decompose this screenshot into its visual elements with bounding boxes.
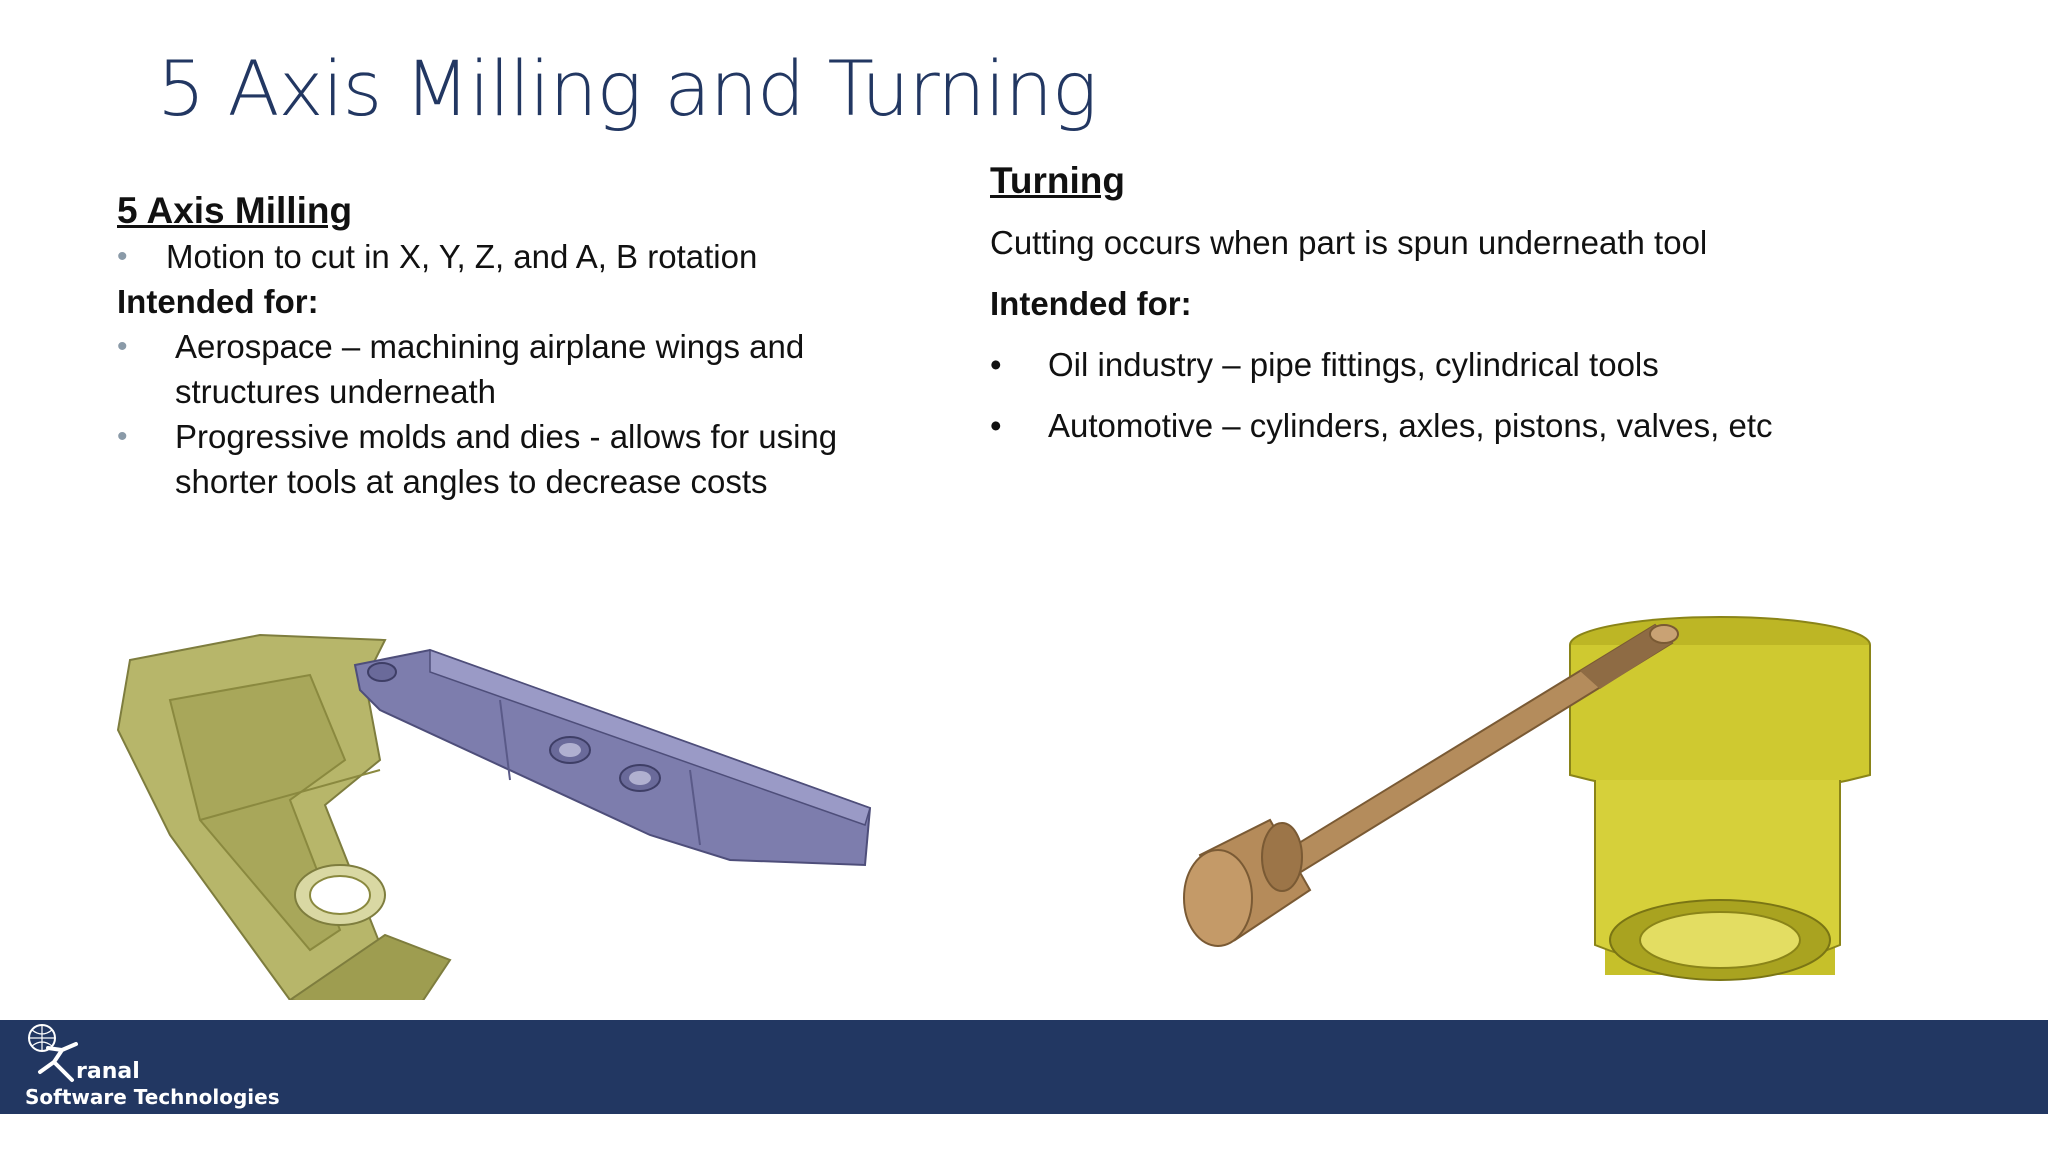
bullet-icon: • <box>990 346 1002 383</box>
olive-bracket-part <box>116 633 452 1000</box>
turning-uses-list: • Oil industry – pipe fittings, cylindric… <box>990 342 1990 448</box>
list-item: • Oil industry – pipe fittings, cylindric… <box>990 342 1990 387</box>
brand-name: ranal <box>76 1059 140 1084</box>
milled-parts-image <box>116 633 872 1000</box>
list-item: • Aerospace – machining airplane wings an… <box>117 324 917 414</box>
milling-intended-label: Intended for: <box>117 283 319 320</box>
milling-motion-list: • Motion to cut in X, Y, Z, and A, B rota… <box>117 234 917 279</box>
yellow-cylinder-part <box>1569 616 1871 981</box>
bronze-rod-part <box>1183 623 1679 947</box>
use-text: Automotive – cylinders, axles, pistons, … <box>1048 407 1773 444</box>
use-text-line: shorter tools at angles to decrease cost… <box>175 463 768 500</box>
use-text: Oil industry – pipe fittings, cylindrica… <box>1048 346 1659 383</box>
turning-heading: Turning <box>990 160 1125 201</box>
bullet-icon: • <box>117 330 128 363</box>
purple-spar-part <box>353 648 872 867</box>
bullet-icon: • <box>117 420 128 453</box>
turning-intended-label: Intended for: <box>990 285 1192 322</box>
bullet-icon: • <box>990 407 1002 444</box>
list-item: • Motion to cut in X, Y, Z, and A, B rota… <box>117 234 917 279</box>
milling-uses-list: • Aerospace – machining airplane wings an… <box>117 324 917 504</box>
brand-subtitle: Software Technologies <box>25 1085 280 1109</box>
milling-section: 5 Axis Milling • Motion to cut in X, Y, Z… <box>117 188 917 504</box>
turning-section: Turning Cutting occurs when part is spun… <box>990 158 1990 448</box>
list-item: • Automotive – cylinders, axles, pistons,… <box>990 403 1990 448</box>
page-title: 5 Axis Milling and Turning <box>157 44 1097 133</box>
list-item: • Progressive molds and dies - allows for… <box>117 414 917 504</box>
globe-runner-logo-icon <box>28 1024 78 1082</box>
turned-parts-image <box>1183 616 1871 981</box>
bullet-icon: • <box>117 240 128 273</box>
use-text-line: Progressive molds and dies - allows for … <box>175 418 838 455</box>
footer-bar <box>0 1020 2048 1114</box>
milling-heading: 5 Axis Milling <box>117 190 353 231</box>
milling-motion-text: Motion to cut in X, Y, Z, and A, B rotat… <box>166 238 758 275</box>
turning-description: Cutting occurs when part is spun underne… <box>990 224 1708 261</box>
use-text-line: Aerospace – machining airplane wings and <box>175 328 805 365</box>
use-text-line: structures underneath <box>175 373 497 410</box>
